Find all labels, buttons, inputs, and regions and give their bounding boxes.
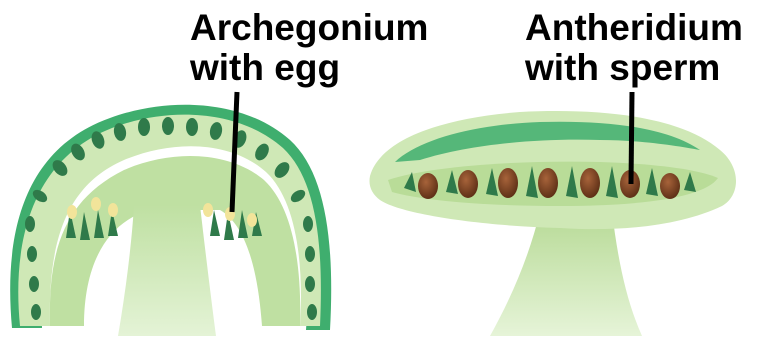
archegonium-label-line2: with egg xyxy=(190,48,428,88)
antheridium-label-line2: with sperm xyxy=(525,48,743,88)
antheridium-label: Antheridium with sperm xyxy=(525,8,743,88)
archegonium-label-line1: Archegonium xyxy=(190,8,428,48)
antheridium-pointer-line xyxy=(631,92,632,184)
antheridiophore xyxy=(369,111,736,336)
archegoniophore xyxy=(10,105,331,336)
archegonium-label: Archegonium with egg xyxy=(190,8,428,88)
antheridium-label-line1: Antheridium xyxy=(525,8,743,48)
